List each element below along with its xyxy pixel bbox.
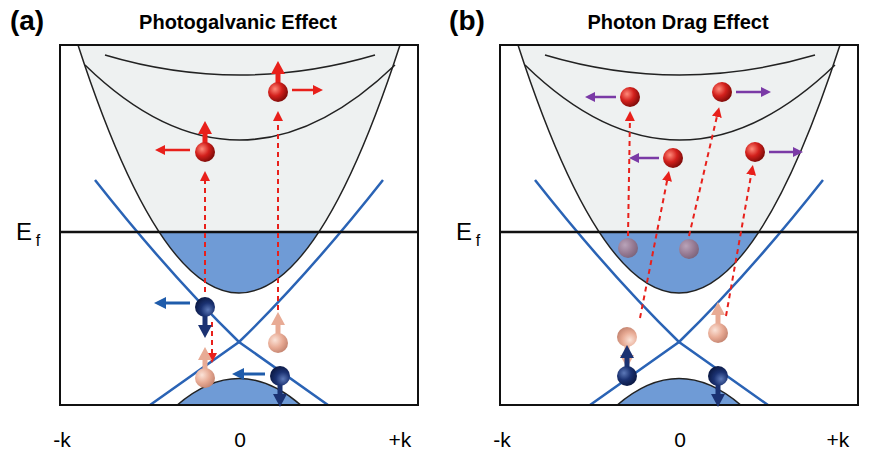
axis-tick-label: 0 — [234, 428, 246, 451]
band-panel-b — [500, 45, 858, 410]
axis-tick-label: +k — [389, 428, 412, 451]
photogalvanic-transitions — [160, 61, 318, 407]
panel-letter: (a) — [10, 6, 44, 37]
photon-drag-transitions — [590, 82, 798, 407]
axis-tick-label: +k — [827, 428, 850, 451]
fermi-energy-subscript: f — [36, 232, 40, 250]
panel-title: Photon Drag Effect — [587, 11, 768, 33]
band-panel-a — [60, 45, 418, 410]
panel-title: Photogalvanic Effect — [139, 11, 337, 33]
fermi-energy-symbol: E — [16, 219, 32, 245]
fermi-energy-subscript: f — [476, 232, 480, 250]
axis-tick-label: -k — [493, 428, 511, 451]
axis-tick-label: 0 — [674, 428, 686, 451]
axis-tick-label: -k — [53, 428, 71, 451]
panel-letter: (b) — [449, 6, 485, 37]
fermi-energy-symbol: E — [456, 219, 472, 245]
